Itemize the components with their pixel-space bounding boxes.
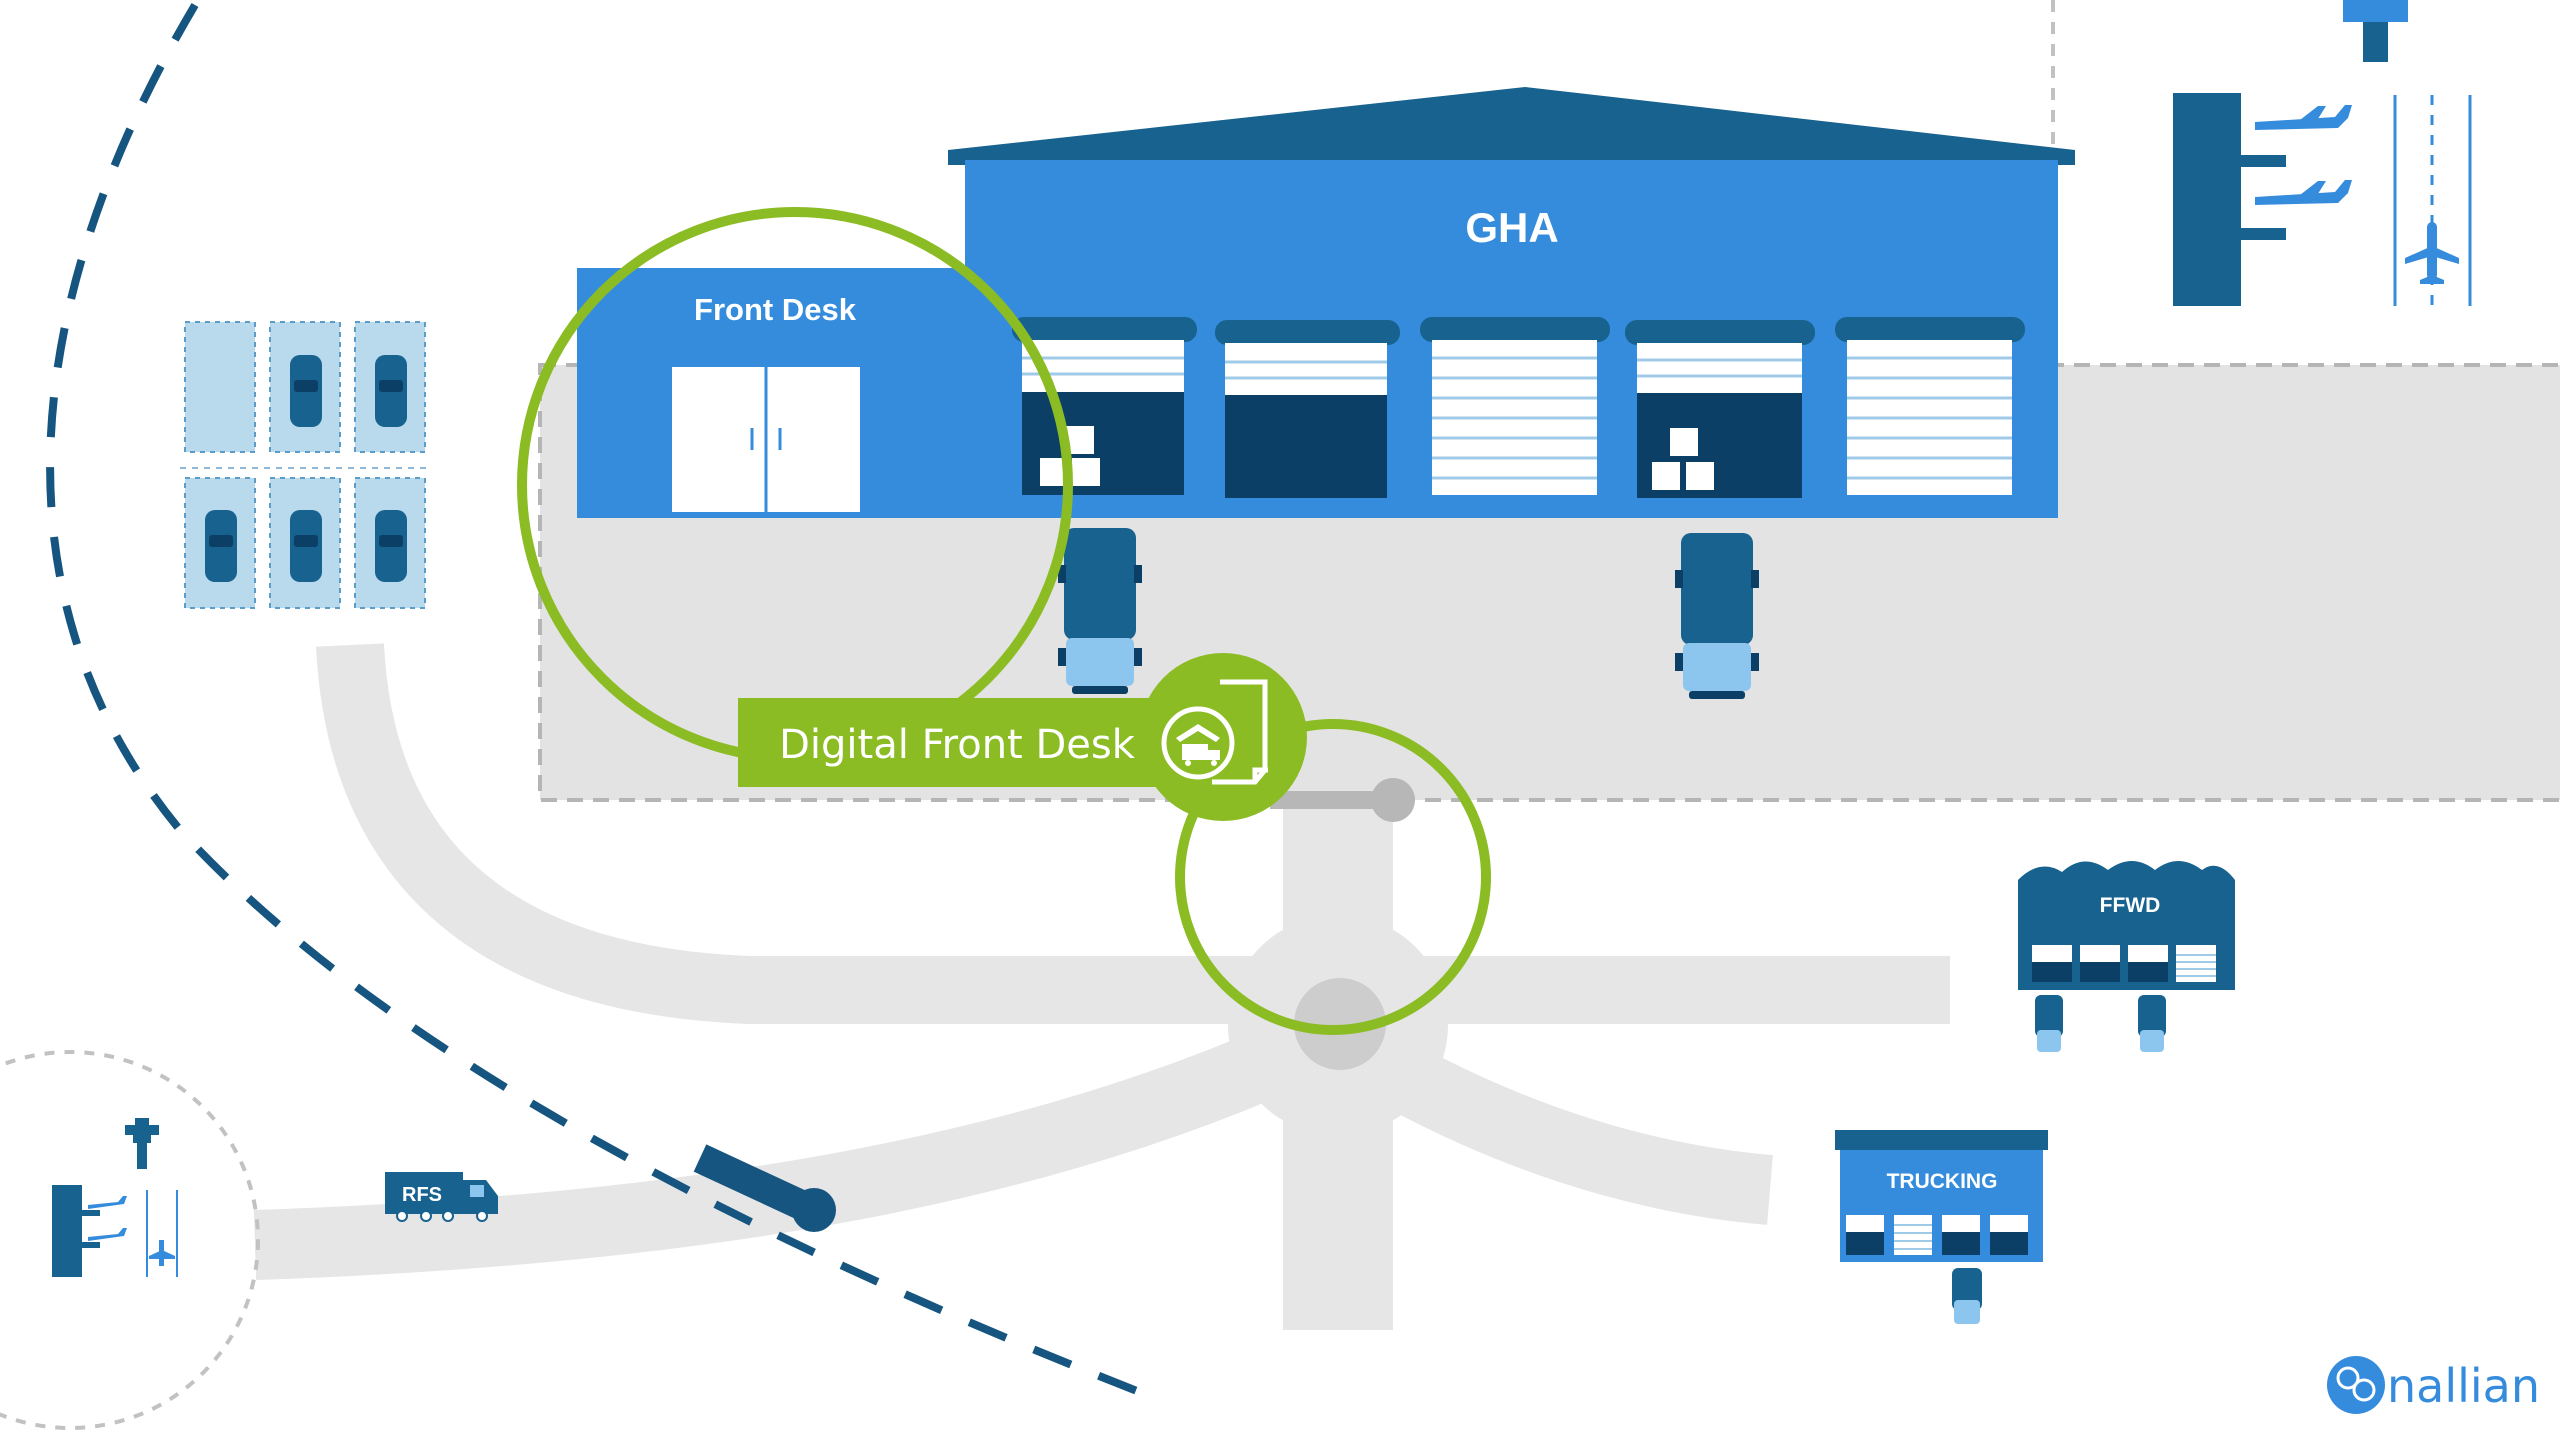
nallian-wordmark: nallian [2387, 1359, 2540, 1413]
truck-at-dock-4 [1675, 533, 1759, 699]
truck-depot-icon [1176, 724, 1220, 766]
gha-label: GHA [1465, 204, 1558, 251]
nallian-logo: nallian [2327, 1356, 2540, 1414]
trucking-truck [1952, 1268, 1982, 1324]
front-desk-building: Front Desk [577, 268, 972, 518]
road-main-horizontal [253, 1003, 1346, 1280]
road-curve-left [316, 643, 1950, 1024]
rfs-label: RFS [402, 1184, 442, 1206]
roundabout-center [1294, 978, 1386, 1070]
loading-dock-2 [1215, 320, 1400, 498]
front-desk-door-icon [672, 367, 860, 512]
gate-barrier-small [1270, 778, 1415, 822]
truck-at-dock-1 [1058, 528, 1142, 694]
loading-dock-1 [1012, 317, 1197, 495]
gha-warehouse: GHA [948, 87, 2075, 518]
loading-dock-5 [1835, 317, 2025, 495]
airplane-icon [2255, 105, 2352, 205]
airport-bottom-left [0, 1050, 260, 1430]
ffwd-label: FFWD [2100, 894, 2161, 917]
loading-dock-3 [1420, 317, 1610, 495]
gate-highlight-circle [1175, 719, 1491, 1035]
control-tower [2343, 0, 2408, 22]
digital-front-desk-label: Digital Front Desk [779, 722, 1136, 768]
control-tower-small [125, 1118, 159, 1169]
terminal [2173, 93, 2241, 306]
ffwd-truck [2035, 995, 2166, 1037]
runway-airplane-icon [2405, 222, 2459, 284]
road-barrier [693, 1144, 836, 1232]
runway [2393, 95, 2472, 306]
trucking-warehouse: TRUCKING [1835, 1130, 2048, 1324]
trucking-label: TRUCKING [1887, 1170, 1998, 1193]
ffwd-warehouse: FFWD [2018, 861, 2235, 1052]
parking-lot [180, 321, 432, 609]
airport-top-right [2173, 0, 2472, 306]
gha-roof [948, 87, 2075, 165]
digital-front-desk-banner: Digital Front Desk [738, 653, 1307, 821]
loading-dock-4 [1625, 320, 1815, 498]
rfs-truck: RFS [385, 1172, 498, 1222]
front-desk-label: Front Desk [694, 292, 857, 327]
terminal-small [52, 1185, 82, 1277]
